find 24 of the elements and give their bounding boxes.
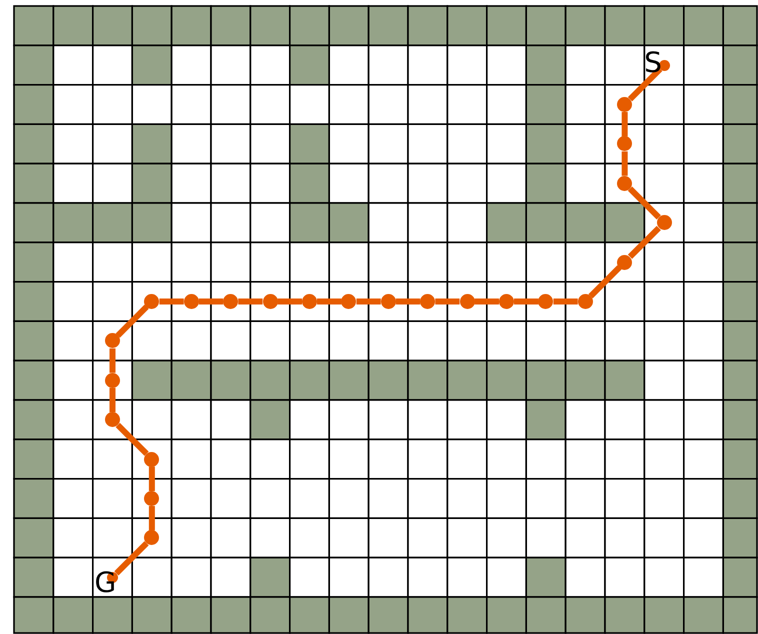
path-line xyxy=(148,466,155,491)
path-line xyxy=(159,298,184,304)
path-line xyxy=(514,298,538,304)
path-line xyxy=(396,298,420,304)
path-line xyxy=(238,298,263,304)
path-line xyxy=(622,151,628,176)
path-line xyxy=(148,506,155,530)
path-line xyxy=(553,298,578,304)
point-label: G xyxy=(94,569,116,598)
path-line xyxy=(628,226,661,259)
path-line xyxy=(116,304,149,338)
path-line xyxy=(116,422,149,456)
path-line xyxy=(110,348,116,373)
path-line xyxy=(317,298,342,304)
path-line xyxy=(278,298,302,304)
point-label: S xyxy=(644,49,662,78)
path-line xyxy=(588,265,622,298)
path-line xyxy=(435,298,460,304)
path-line xyxy=(474,298,499,304)
path-line xyxy=(356,298,381,304)
path-line xyxy=(622,112,628,136)
path-line xyxy=(198,298,224,304)
path-line xyxy=(628,186,661,220)
path-line xyxy=(110,388,116,412)
